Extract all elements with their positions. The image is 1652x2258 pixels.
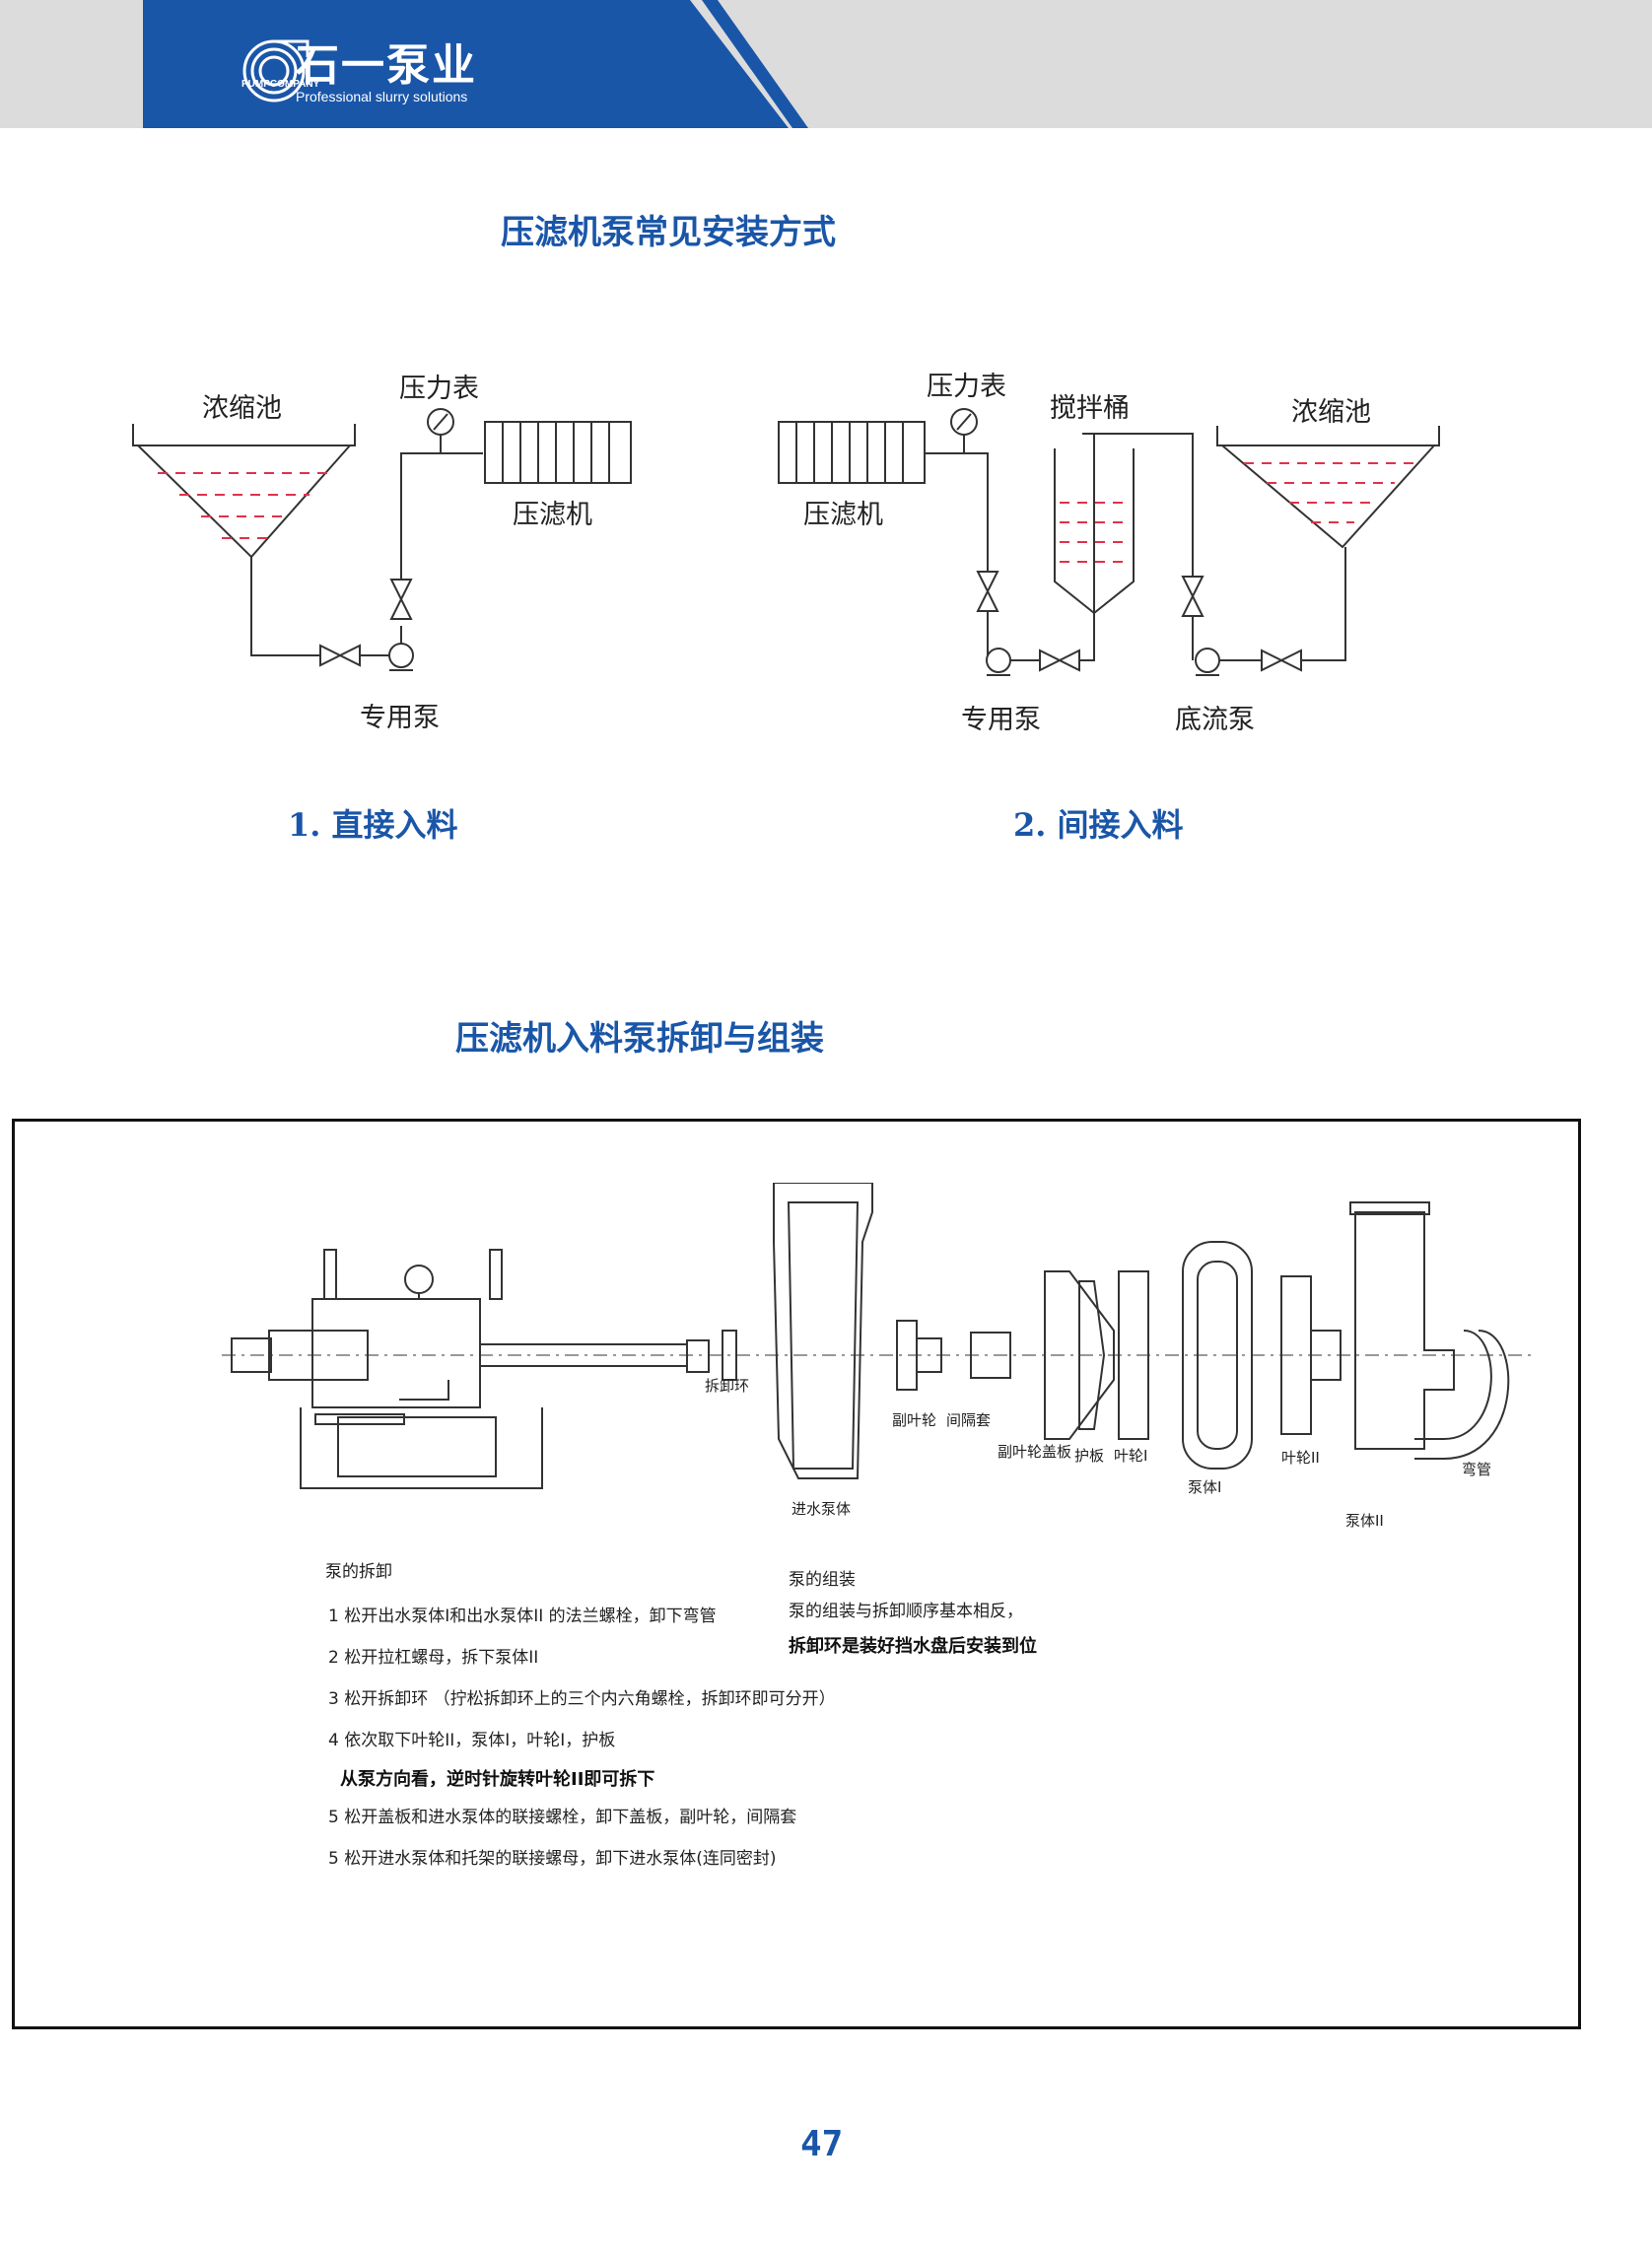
disassembly-step: 1 松开出水泵体I和出水泵体II 的法兰螺栓，卸下弯管	[328, 1607, 717, 1626]
disassembly-step: 5 松开盖板和进水泵体的联接螺栓，卸下盖板，副叶轮，间隔套	[328, 1808, 797, 1827]
disassembly-figure-frame	[12, 1119, 1581, 2029]
assembly-title: 泵的组装	[789, 1570, 856, 1590]
valve-icon	[1181, 576, 1205, 617]
page-number: 47	[800, 2124, 844, 2164]
disassembly-step: 3 松开拆卸环 （拧松拆卸环上的三个内六角螺栓，拆卸环即可分开）	[328, 1689, 836, 1709]
disassembly-step: 5 松开进水泵体和托架的联接螺母，卸下进水泵体(连同密封)	[328, 1849, 777, 1869]
part-impeller-1: 叶轮I	[1114, 1447, 1148, 1465]
label-agitator: 搅拌桶	[1050, 393, 1130, 424]
label-pump-2: 专用泵	[961, 705, 1041, 735]
diagram-direct-feed	[132, 408, 632, 671]
part-inlet-body: 进水泵体	[792, 1500, 852, 1518]
header-banner: PUMPCOMPANY	[143, 0, 808, 128]
part-remove-ring: 拆卸环	[705, 1377, 750, 1395]
label-underflow-pump: 底流泵	[1175, 705, 1255, 735]
part-impeller-2: 叶轮II	[1281, 1449, 1320, 1467]
company-logo-icon	[242, 39, 310, 103]
caption-direct-feed: 1. 直接入料	[288, 806, 458, 844]
logo-text: PUMPCOMPANY	[241, 79, 320, 90]
pump-icon	[1195, 648, 1220, 676]
section-title-installation: 压滤机泵常见安装方式	[501, 213, 836, 252]
valve-icon	[319, 644, 361, 667]
filter-press-icon	[778, 421, 926, 484]
part-guard: 护板	[1074, 1447, 1105, 1465]
part-elbow: 弯管	[1462, 1461, 1492, 1478]
valve-icon	[1039, 649, 1080, 672]
part-body-2: 泵体II	[1345, 1512, 1384, 1530]
caption-indirect-feed: 2. 间接入料	[1013, 806, 1184, 844]
pump-icon	[388, 643, 414, 671]
pump-exploded-view	[222, 1183, 1533, 1489]
disassembly-step: 2 松开拉杠螺母，拆下泵体II	[328, 1648, 539, 1668]
disassembly-title: 泵的拆卸	[325, 1562, 392, 1582]
section-title-disassembly: 压滤机入料泵拆卸与组装	[455, 1019, 824, 1059]
filter-press-icon	[484, 421, 632, 484]
valve-icon	[389, 579, 413, 620]
valve-icon	[976, 571, 999, 612]
label-thickener-2: 浓缩池	[1291, 397, 1371, 428]
brand-slogan-en: Professional slurry solutions	[296, 89, 468, 104]
label-pressure-gauge-2: 压力表	[927, 372, 1006, 402]
label-filter-press: 压滤机	[513, 500, 592, 530]
label-filter-press-2: 压滤机	[803, 500, 883, 530]
assembly-text: 泵的组装与拆卸顺序基本相反，	[789, 1602, 1023, 1621]
valve-icon	[1261, 649, 1302, 672]
disassembly-step: 4 依次取下叶轮II，泵体I，叶轮I，护板	[328, 1731, 616, 1750]
disassembly-note: 从泵方向看，逆时针旋转叶轮II即可拆下	[340, 1769, 655, 1790]
part-aux-cover: 副叶轮盖板	[998, 1443, 1072, 1461]
part-spacer: 间隔套	[946, 1411, 992, 1429]
pump-icon	[986, 648, 1011, 676]
label-thickener: 浓缩池	[202, 393, 282, 424]
label-pump: 专用泵	[360, 703, 440, 733]
pressure-gauge-icon	[950, 408, 978, 453]
label-pressure-gauge: 压力表	[399, 374, 479, 404]
assembly-note: 拆卸环是装好挡水盘后安装到位	[789, 1636, 1037, 1657]
pressure-gauge-icon	[427, 408, 454, 453]
part-body-1: 泵体I	[1188, 1478, 1222, 1496]
part-aux-impeller: 副叶轮	[892, 1411, 937, 1429]
brand-name-cn: 石一泵业	[296, 40, 477, 91]
diagram-indirect-feed	[778, 408, 1440, 676]
